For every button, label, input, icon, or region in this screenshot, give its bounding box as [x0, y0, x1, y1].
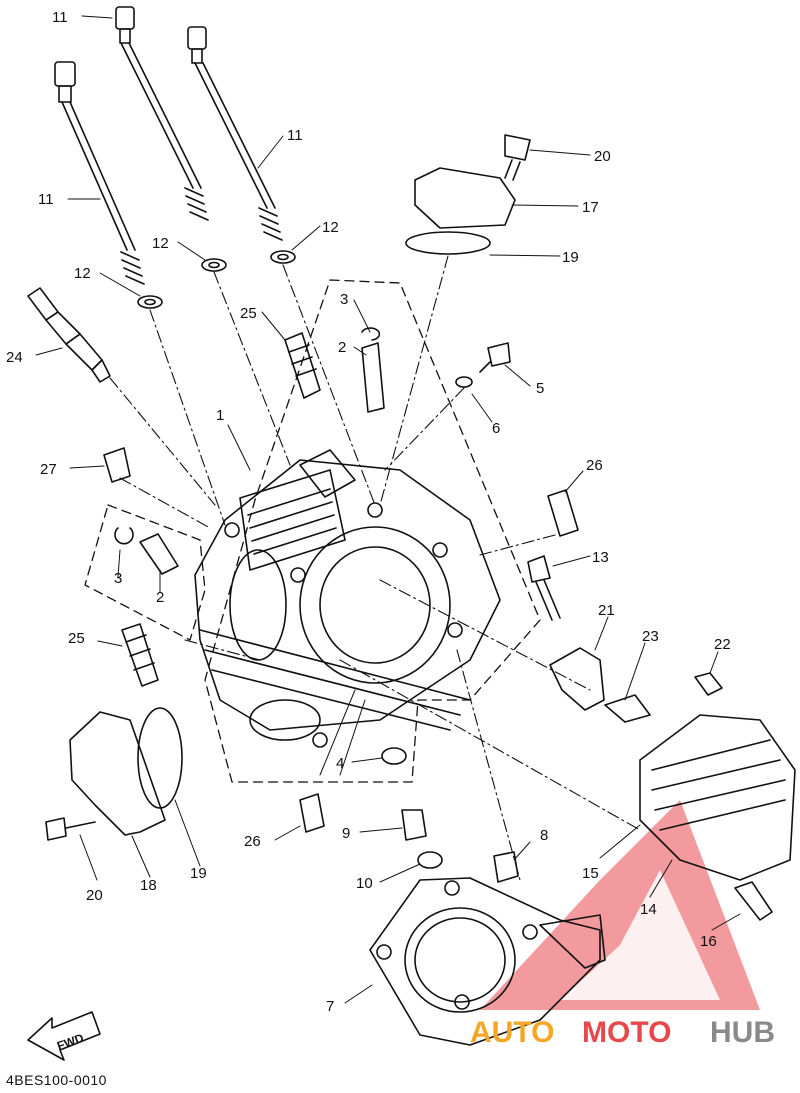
callout-23: 23 [642, 628, 659, 645]
oil-cap-assembly [405, 134, 531, 255]
callout-2a: 2 [338, 339, 346, 356]
callout-1: 1 [216, 407, 224, 424]
callout-22: 22 [714, 636, 731, 653]
callout-2b: 2 [156, 589, 164, 606]
watermark-part1: AUTO [470, 1016, 554, 1049]
side-cover [639, 714, 796, 921]
callout-14: 14 [640, 901, 657, 918]
callout-7: 7 [326, 998, 334, 1015]
callout-19b: 19 [190, 865, 207, 882]
callout-16: 16 [700, 933, 717, 950]
watermark-part3: HUB [710, 1016, 775, 1049]
callout-5: 5 [536, 380, 544, 397]
assembly-outlines [84, 279, 541, 783]
watermark-part2: MOTO [582, 1016, 671, 1049]
callout-21: 21 [598, 602, 615, 619]
valve-guides [114, 327, 385, 575]
callout-17: 17 [582, 199, 599, 216]
spark-plug [27, 287, 111, 383]
fwd-arrow-icon: FWD [27, 1011, 101, 1061]
head-gasket [369, 877, 606, 1046]
callout-leaders [35, 15, 741, 1004]
callout-26a: 26 [586, 457, 603, 474]
callout-3a: 3 [340, 291, 348, 308]
callout-12b: 12 [152, 235, 169, 252]
cylinder-head [194, 449, 501, 748]
callout-8: 8 [540, 827, 548, 844]
callout-25b: 25 [68, 630, 85, 647]
drawing-code: 4BES100-0010 [6, 1072, 107, 1088]
washers [137, 250, 473, 388]
callout-9: 9 [342, 825, 350, 842]
callout-20a: 20 [594, 148, 611, 165]
callout-numbers: 11 11 11 12 12 12 24 25 3 2 1 27 3 2 25 … [6, 9, 731, 1015]
callout-27: 27 [40, 461, 57, 478]
head-bolts [54, 6, 283, 285]
callout-25a: 25 [240, 305, 257, 322]
callout-11a: 11 [52, 9, 68, 26]
bolt-13 [527, 555, 561, 621]
callout-11b: 11 [287, 127, 303, 144]
callout-24: 24 [6, 349, 23, 366]
dowel-pins [103, 332, 579, 833]
center-lines [109, 255, 641, 881]
callout-4: 4 [336, 755, 344, 772]
watermark-logo [480, 800, 760, 1010]
callout-18: 18 [140, 877, 157, 894]
bracket-parts [549, 647, 723, 723]
callout-15: 15 [582, 865, 599, 882]
callout-19a: 19 [562, 249, 579, 266]
callout-11c: 11 [38, 191, 54, 208]
callout-12a: 12 [322, 219, 339, 236]
bolt-5 [479, 342, 511, 373]
callout-12c: 12 [74, 265, 91, 282]
valve-seals [381, 747, 519, 883]
left-cover [45, 707, 183, 841]
callout-3b: 3 [114, 570, 122, 587]
watermark-text: AUTO MOTO HUB [470, 1016, 775, 1049]
callout-20b: 20 [86, 887, 103, 904]
callout-6: 6 [492, 420, 500, 437]
callout-26b: 26 [244, 833, 261, 850]
callout-13: 13 [592, 549, 609, 566]
callout-10: 10 [356, 875, 373, 892]
